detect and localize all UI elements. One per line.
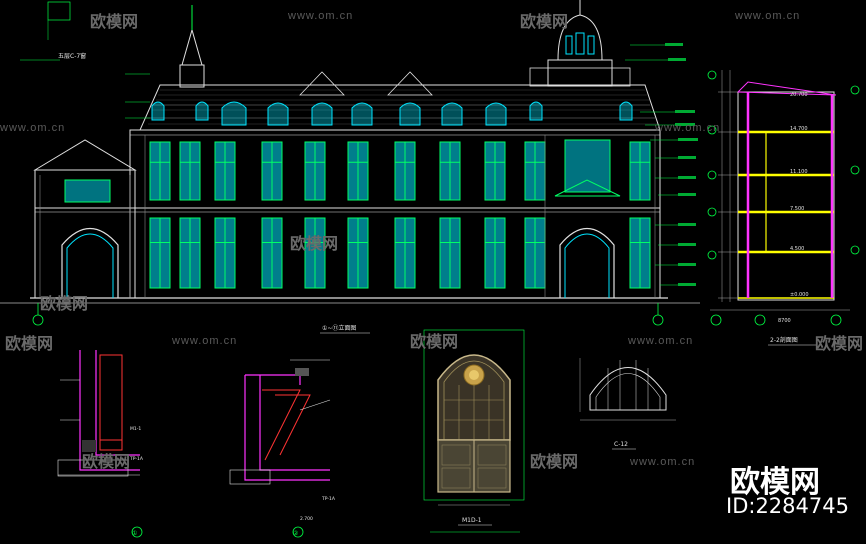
watermark-brand-8: 欧模网 xyxy=(530,452,579,471)
watermark-url-7: www.om.cn xyxy=(630,456,696,468)
door-m1d-1-drawing: M1D-1 xyxy=(423,329,525,533)
watermark-url-5: www.om.cn xyxy=(172,335,238,347)
top-left-tag: 五层C-7窗 xyxy=(58,52,86,60)
upper-windows xyxy=(149,141,651,201)
watermark-brand-1: 欧模网 xyxy=(90,12,139,31)
section-base-width: 8700 xyxy=(778,318,791,324)
detail-2-title: ② xyxy=(293,530,299,537)
arch-title: C-12 xyxy=(614,441,628,448)
watermark-brand-9: 欧模网 xyxy=(82,452,131,471)
detail-1-label-b: TP-1A xyxy=(129,456,144,462)
section-elev-5: ±0.000 xyxy=(790,292,809,298)
section-elev-2: 11.100 xyxy=(790,169,808,175)
detail-1-label-a: M1-1 xyxy=(130,426,141,432)
watermark-brand-6: 欧模网 xyxy=(5,334,54,353)
arch-window-c-12-drawing: C-12 xyxy=(579,358,676,450)
door-title: M1D-1 xyxy=(462,517,482,524)
watermark-url-4: www.om.cn xyxy=(655,122,721,134)
section-elev-top: 20.700 xyxy=(790,92,808,98)
section-elev-1: 14.700 xyxy=(790,126,808,132)
lower-windows xyxy=(149,217,651,289)
brand-id-text: ID:2284745 xyxy=(726,494,849,518)
section-2-2-drawing: 20.700 14.700 11.100 7.500 4.500 ±0.000 … xyxy=(707,70,860,346)
facade-title: ①~⑪立面图 xyxy=(322,324,356,332)
watermark-brand-4: 欧模网 xyxy=(40,294,89,313)
detail-2-drawing: TP-1A 2.700 ② xyxy=(229,359,336,538)
detail-2-label-b: 2.700 xyxy=(300,516,313,522)
brand-logo-text: 欧模网 xyxy=(730,465,820,500)
detail-2-label-a: TP-1A xyxy=(321,496,336,502)
front-elevation-drawing: 五层C-7窗 ①~⑪立面图 xyxy=(0,0,700,334)
watermark-url-6: www.om.cn xyxy=(628,335,694,347)
watermark-url-3: www.om.cn xyxy=(0,122,66,134)
detail-1-drawing: M1-1 TP-1A ① xyxy=(57,350,144,538)
watermark-brand-7: 欧模网 xyxy=(815,334,864,353)
section-title: 2-2剖面图 xyxy=(770,336,798,344)
detail-1-title: ① xyxy=(132,530,137,537)
watermark-url-1: www.om.cn xyxy=(288,10,354,22)
section-elev-4: 4.500 xyxy=(790,246,804,252)
watermark-brand-5: 欧模网 xyxy=(410,332,459,351)
dormer-windows xyxy=(151,101,633,126)
watermark-url-2: www.om.cn xyxy=(735,10,801,22)
watermark-brand-3: 欧模网 xyxy=(290,234,339,253)
section-elev-3: 7.500 xyxy=(790,206,804,212)
watermark-brand-2: 欧模网 xyxy=(520,12,569,31)
